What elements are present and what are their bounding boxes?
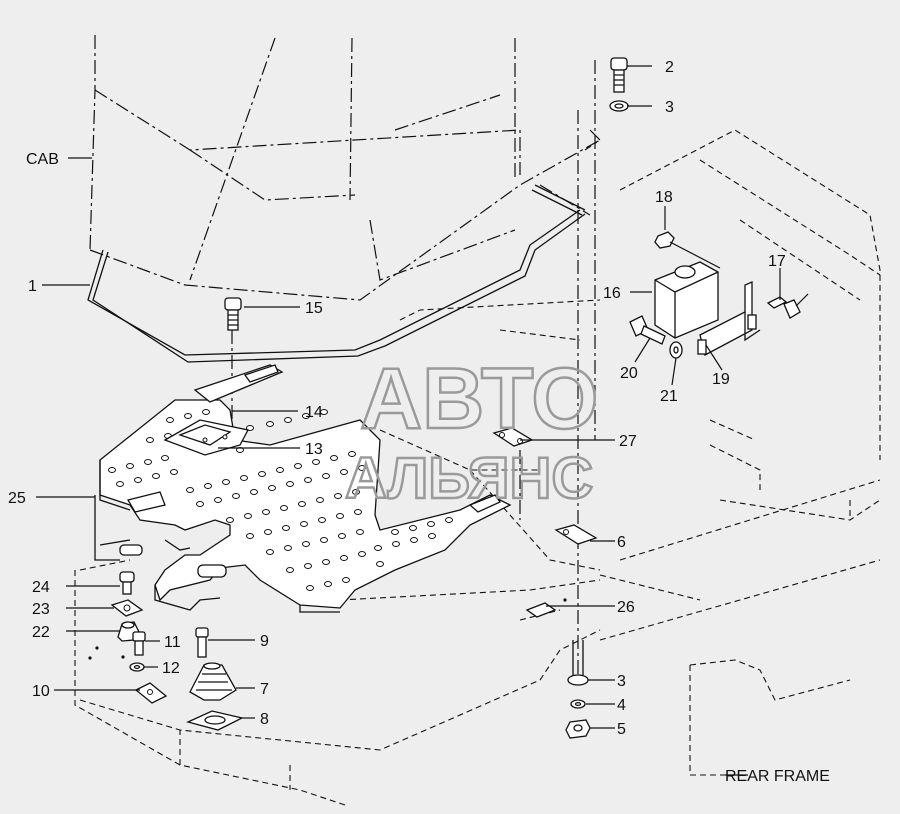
callout-10: 10 xyxy=(32,683,50,700)
washer-12 xyxy=(129,662,145,672)
callout-14: 14 xyxy=(305,404,323,421)
callout-25: 25 xyxy=(8,490,26,507)
bolt-2 xyxy=(610,57,628,93)
callout-18: 18 xyxy=(655,189,673,206)
text-labels: CAB REAR FRAME 1 2 3 3 4 5 6 7 8 9 10 11… xyxy=(8,59,830,785)
rubber-boot-7 xyxy=(189,662,237,701)
callout-12: 12 xyxy=(162,660,180,677)
callout-7: 7 xyxy=(260,681,269,698)
bolt-24 xyxy=(119,571,135,595)
plate-6 xyxy=(554,524,598,545)
callout-13: 13 xyxy=(305,441,323,458)
plate-10 xyxy=(134,682,168,704)
bolt-9 xyxy=(195,627,209,658)
callout-24: 24 xyxy=(32,579,50,596)
rear-frame-label: REAR FRAME xyxy=(725,768,830,785)
callout-2: 2 xyxy=(665,59,674,76)
callout-20: 20 xyxy=(620,365,638,382)
leader-lines xyxy=(36,65,809,776)
centre-assembly-line xyxy=(231,60,596,680)
mounting-bracket xyxy=(697,281,761,356)
plate-26 xyxy=(525,602,557,618)
callout-27: 27 xyxy=(619,433,637,450)
callout-16: 16 xyxy=(603,285,621,302)
watermark-line-1: АВТО xyxy=(360,351,598,447)
cab-seal xyxy=(87,184,586,363)
watermark: АВТО АЛЬЯНС xyxy=(344,350,600,513)
bolt-20 xyxy=(629,315,666,345)
bolt-17 xyxy=(766,296,801,319)
callout-3-top: 3 xyxy=(665,99,674,116)
base-frame-outline xyxy=(74,559,601,806)
callout-4: 4 xyxy=(617,697,626,714)
cab-label: CAB xyxy=(26,151,59,168)
cover-plate xyxy=(163,419,249,456)
callout-1: 1 xyxy=(28,278,37,295)
callout-23: 23 xyxy=(32,601,50,618)
washer-21 xyxy=(669,341,683,359)
nut-18 xyxy=(654,231,675,249)
callout-26: 26 xyxy=(617,599,635,616)
callout-15: 15 xyxy=(305,300,323,317)
dots xyxy=(88,598,567,660)
callout-21: 21 xyxy=(660,388,678,405)
watermark-line-2: АЛЬЯНС xyxy=(345,446,593,511)
bracket xyxy=(193,364,284,403)
bolt-11 xyxy=(132,631,146,656)
callout-6: 6 xyxy=(617,534,626,551)
callout-3-bottom: 3 xyxy=(617,673,626,690)
washer-4 xyxy=(570,699,586,709)
washer-3-top xyxy=(609,100,629,112)
callout-17: 17 xyxy=(768,253,786,270)
callout-22: 22 xyxy=(32,624,50,641)
cab-outline xyxy=(89,35,601,301)
controller-box xyxy=(654,261,719,339)
callout-11: 11 xyxy=(164,634,181,651)
bolt-15 xyxy=(224,297,242,331)
plate-8 xyxy=(186,710,244,731)
nut-5 xyxy=(565,719,591,739)
callout-19: 19 xyxy=(712,371,730,388)
plate-23 xyxy=(110,599,144,617)
callout-5: 5 xyxy=(617,721,626,738)
floor-plate-holes xyxy=(108,409,453,591)
callout-9: 9 xyxy=(260,633,269,650)
callout-8: 8 xyxy=(260,711,269,728)
